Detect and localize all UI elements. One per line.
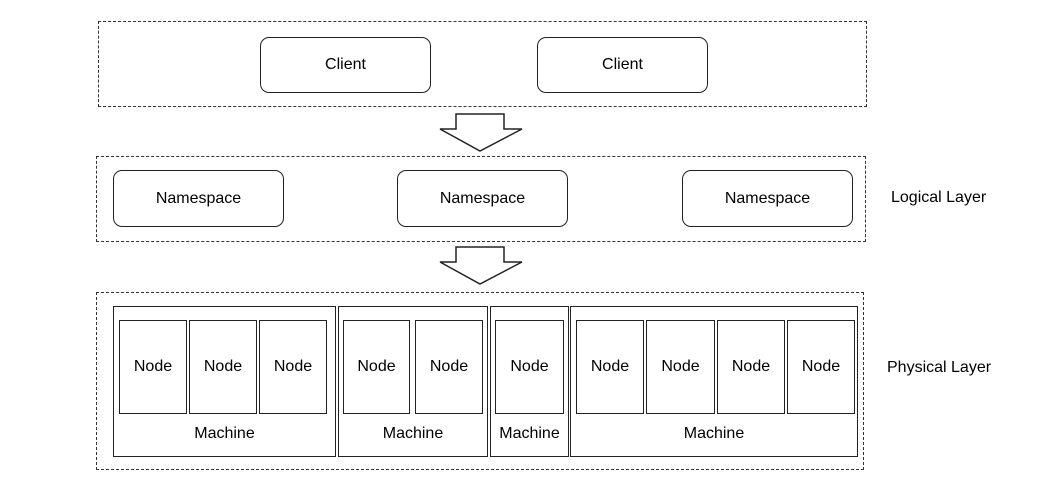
- node-box: Node: [415, 320, 483, 414]
- node-box: Node: [787, 320, 855, 414]
- node-box: Node: [119, 320, 187, 414]
- logical-layer-container: [96, 156, 866, 242]
- node-box: Node: [646, 320, 715, 414]
- node-box: Node: [189, 320, 257, 414]
- physical-layer-container: [96, 292, 864, 470]
- node-box: Node: [495, 320, 564, 414]
- machine-label: Machine: [382, 425, 444, 442]
- client-layer-container: [98, 21, 867, 107]
- machine-label: Machine: [499, 425, 560, 442]
- physical-layer-label: Physical Layer: [887, 359, 992, 376]
- node-box: Node: [343, 320, 410, 414]
- machine-label: Machine: [194, 425, 255, 442]
- namespace-box: Namespace: [113, 170, 284, 227]
- node-box: Node: [717, 320, 785, 414]
- client-box: Client: [537, 37, 708, 93]
- down-arrow-icon: [439, 113, 523, 152]
- node-box: Node: [259, 320, 327, 414]
- down-arrow-icon: [439, 246, 523, 285]
- node-box: Node: [576, 320, 644, 414]
- machine-label: Machine: [683, 425, 745, 442]
- client-box: Client: [260, 37, 431, 93]
- logical-layer-label: Logical Layer: [891, 189, 987, 206]
- namespace-box: Namespace: [397, 170, 568, 227]
- namespace-box: Namespace: [682, 170, 853, 227]
